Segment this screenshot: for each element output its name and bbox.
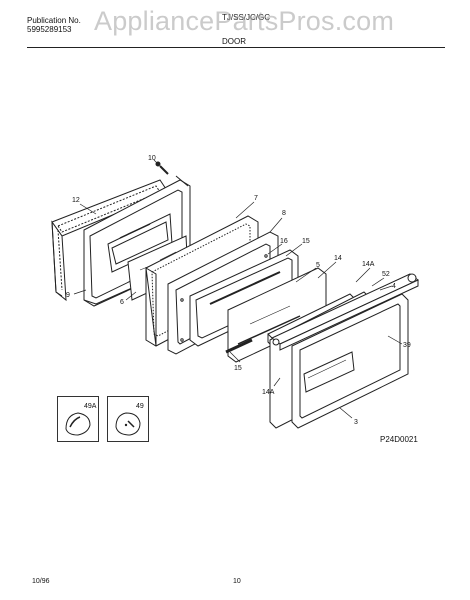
callout-52: 52 [382, 271, 390, 278]
watermark: AppliancePartsPros.com [94, 6, 395, 36]
callout-4: 4 [392, 283, 396, 290]
part-4-handle [271, 273, 419, 351]
callout-9: 9 [66, 292, 70, 299]
callout-12: 12 [72, 197, 80, 204]
callout-16: 16 [280, 238, 288, 245]
footer-page-number: 10 [233, 578, 241, 585]
header-rule [27, 47, 445, 48]
callout-14: 14 [334, 255, 342, 262]
callout-14A-top: 14A [362, 261, 375, 268]
callout-39: 39 [403, 342, 411, 349]
callout-6: 6 [120, 299, 124, 306]
callout-49A: 49A [84, 403, 97, 410]
model-number: TJ/SS/JC/GC [222, 13, 271, 22]
callout-14A-bottom: 14A [262, 389, 275, 396]
callout-7: 7 [254, 195, 258, 202]
part-15-screw-bar [225, 338, 253, 354]
part-3-outer-door [291, 293, 409, 429]
publication-number: 5995289153 [27, 25, 72, 34]
knob-detail-49A: 49A [57, 396, 99, 442]
callout-10: 10 [148, 155, 156, 162]
callout-5: 5 [316, 262, 320, 269]
knob-49-icon: 49 [115, 403, 144, 436]
callout-3: 3 [354, 419, 358, 426]
callout-15-top: 15 [302, 238, 310, 245]
knob-detail-49: 49 [107, 396, 149, 442]
callout-15-bottom: 15 [234, 365, 242, 372]
callout-49: 49 [136, 403, 144, 410]
diagram-code: P24D0021 [380, 435, 418, 444]
section-title: DOOR [222, 37, 246, 46]
knob-49A-icon: 49A [65, 403, 97, 436]
footer-date: 10/96 [32, 578, 50, 585]
callout-8: 8 [282, 210, 286, 217]
publication-label: Publication No. [27, 16, 81, 25]
